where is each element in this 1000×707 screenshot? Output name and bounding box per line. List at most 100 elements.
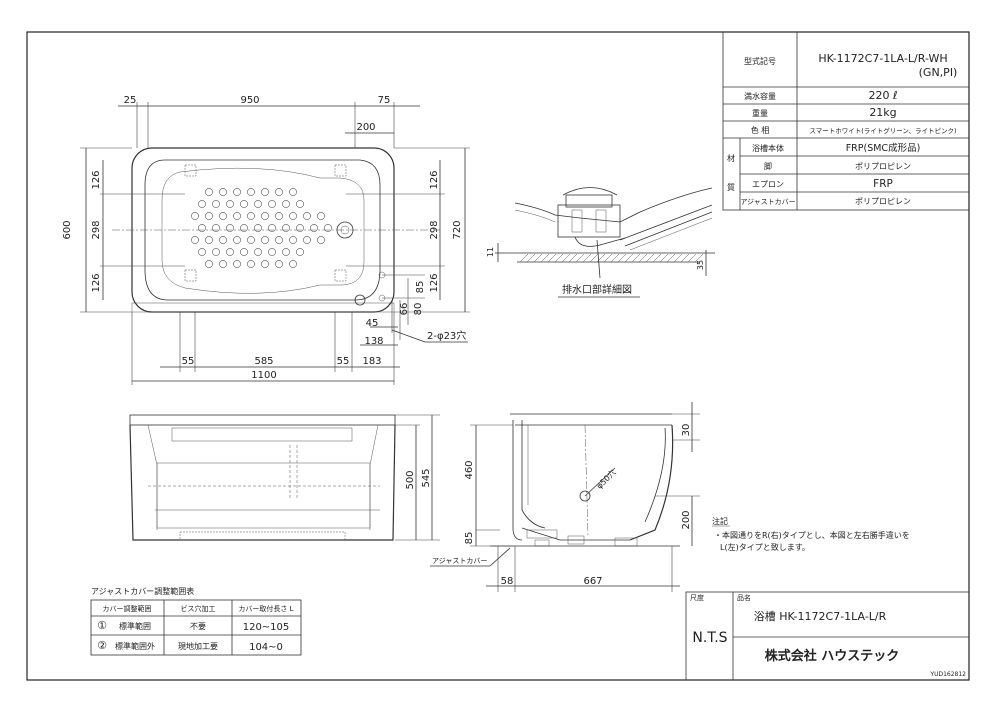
adjust-row2-range: 標準範囲外 [115, 641, 155, 651]
adjust-row1-work: 不要 [190, 622, 206, 631]
model-value-2: (GN,PI) [919, 66, 958, 79]
plan-dim-left-126-top: 126 [91, 170, 102, 189]
plan-dim-183: 183 [362, 356, 381, 367]
company-name: 株式会社 ハウステック [765, 648, 900, 664]
hatch-line [624, 253, 634, 263]
floor-dimple [296, 248, 304, 256]
side-drain-dia: φ50穴 [594, 467, 618, 491]
floor-dimple [275, 212, 283, 220]
overflow-hole [354, 294, 366, 306]
plan-dim-right-126-bot: 126 [429, 273, 440, 292]
detail-dim-35: 35 [696, 260, 705, 270]
floor-dimple [268, 224, 276, 232]
material-label-body: 浴槽本体 [752, 143, 784, 153]
material-char-1: 材 [727, 153, 735, 163]
adjust-table-title: アジャストカバー調整範囲表 [91, 586, 194, 596]
plan-dim-55-left: 55 [182, 356, 195, 367]
material-label-leg: 脚 [764, 161, 772, 171]
scale-value: N.T.S [692, 630, 727, 646]
hatch-line [603, 253, 613, 263]
floor-dimple [198, 200, 206, 208]
floor-dimple [205, 260, 213, 268]
floor-dimple [191, 236, 199, 244]
color-value: スマートホワイト(ライトグリーン、ライトピンク) [809, 126, 956, 135]
plan-dim-45: 45 [366, 318, 379, 329]
floor-dimple [191, 212, 199, 220]
drain-detail-caption: 排水口部詳細図 [562, 283, 632, 296]
hatch-line [680, 253, 690, 263]
adjust-row2-work: 現地加工要 [178, 641, 218, 651]
plan-dim-66: 66 [399, 303, 410, 316]
model-value-1: HK-1172C7-1LA-L/R-WH [818, 52, 947, 65]
notes-line1: ・本図通りをR(右)タイプとし、本図と左右勝手違いを [714, 530, 910, 540]
front-dim-500: 500 [405, 470, 416, 489]
floor-dimple [261, 212, 269, 220]
side-drain-hole [579, 490, 591, 502]
floor-dimple [247, 236, 255, 244]
notes: 注記 ・本図通りをR(右)タイプとし、本図と左右勝手違いを L(左)タイプと致し… [712, 516, 910, 552]
plan-dim-138: 138 [364, 336, 383, 347]
spec-table: 型式記号 HK-1172C7-1LA-L/R-WH (GN,PI) 満水容量 2… [722, 31, 970, 211]
sheet-frame [26, 31, 970, 681]
hatch-line [687, 253, 697, 263]
hatch-line [645, 253, 655, 263]
plan-dim-right-126-top: 126 [429, 170, 440, 189]
capacity-label: 満水容量 [744, 91, 776, 101]
floor-dimple [219, 188, 227, 196]
side-dim-30: 30 [681, 424, 692, 437]
name-label: 品名 [737, 593, 751, 602]
hatch-line [561, 253, 571, 263]
title-block: 尺度 N.T.S 品名 浴槽 HK-1172C7-1LA-L/R 株式会社 ハウ… [685, 591, 970, 681]
floor-dimple [275, 236, 283, 244]
floor-dimple [226, 200, 234, 208]
material-label-apron: エプロン [752, 180, 784, 189]
floor-dimple [212, 248, 220, 256]
floor-dimple [289, 260, 297, 268]
hatch-line [659, 253, 669, 263]
plan-dim-55-right: 55 [337, 356, 350, 367]
floor-dimple [198, 224, 206, 232]
material-value-cover: ポリプロピレン [855, 197, 911, 206]
floor-dimple [247, 260, 255, 268]
hatch-line [547, 253, 557, 263]
plan-dim-right-298: 298 [429, 220, 440, 239]
hatch-line [652, 253, 662, 263]
floor-dimple [219, 260, 227, 268]
side-dim-200: 200 [681, 510, 692, 529]
floor-dimple [198, 248, 206, 256]
plan-dim-85: 85 [415, 281, 426, 294]
front-elevation: 500 545 [129, 414, 440, 541]
plan-hole-note: 2-φ23穴 [427, 329, 466, 342]
plan-view: 25 950 75 200 600 126 298 126 126 298 12… [62, 95, 470, 385]
floor-dimple [226, 224, 234, 232]
floor-dimple [282, 248, 290, 256]
name-value: 浴槽 HK-1172C7-1LA-L/R [754, 610, 887, 623]
plan-dim-200: 200 [356, 122, 375, 133]
drain-detail: 11 35 排水口部詳細図 [486, 187, 715, 298]
notes-title: 注記 [712, 516, 728, 526]
hatch-line [533, 253, 543, 263]
color-label: 色 相 [751, 125, 770, 135]
adjust-header-length: カバー取付長さ L [238, 604, 293, 613]
floor-dimple [240, 200, 248, 208]
plan-dim-left-298: 298 [91, 220, 102, 239]
model-label: 型式記号 [744, 56, 776, 66]
hatch-line [694, 253, 704, 263]
adjust-row1-num: ① [97, 619, 107, 632]
hatch-line [610, 253, 620, 263]
floor-dimple [289, 188, 297, 196]
notes-line2: L(左)タイプと致します。 [720, 542, 810, 552]
hatch-line [589, 253, 599, 263]
adjust-row1-range: 標準範囲 [119, 621, 151, 631]
side-dim-667: 667 [583, 576, 602, 587]
floor-dimple [317, 236, 325, 244]
side-dim-85: 85 [464, 532, 475, 545]
hatch-line [617, 253, 627, 263]
hatch-line [540, 253, 550, 263]
floor-dimple [205, 212, 213, 220]
adjust-row1-length: 120~105 [243, 622, 290, 633]
floor-dimple [275, 260, 283, 268]
floor-dimple [275, 188, 283, 196]
material-char-2: 質 [727, 182, 735, 192]
